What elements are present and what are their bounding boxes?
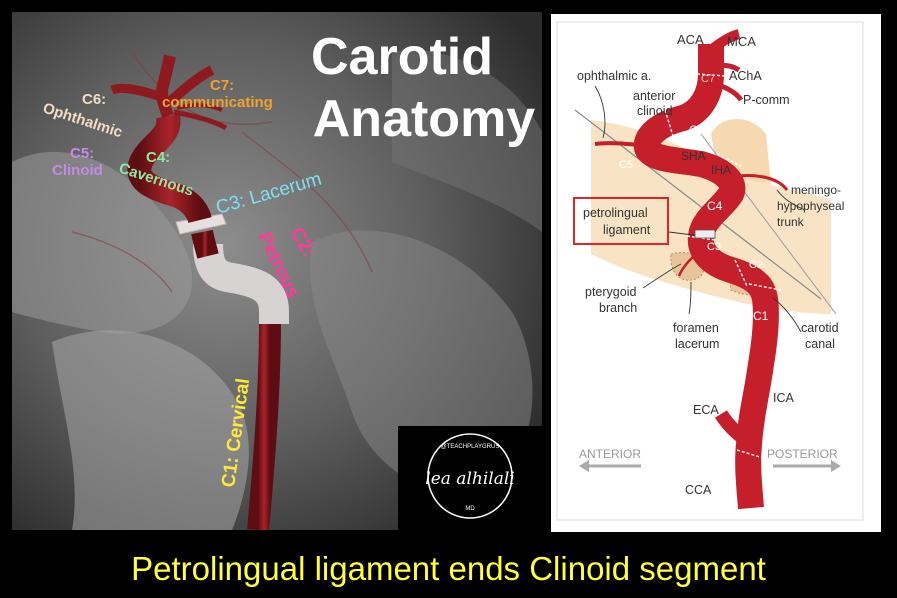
logo-circle [427, 433, 513, 519]
artery-lacerum-segment [191, 229, 219, 259]
acha-branch [712, 62, 741, 73]
label-iha: IHA [711, 163, 731, 177]
label-sha: SHA [681, 149, 706, 163]
label-c4-line1: C4: [146, 149, 170, 166]
label-ophthalmic: ophthalmic a. [577, 69, 651, 83]
label-petrolingual-2: ligament [603, 223, 651, 237]
segment-dividers [664, 73, 782, 459]
label-c1: C1 [753, 309, 769, 323]
eca-branch [714, 410, 756, 450]
label-ica: ICA [773, 391, 795, 405]
faint-vessels [71, 51, 373, 293]
petrolingual-highlight-box [573, 197, 669, 245]
anterior-arrow: ANTERIOR [579, 447, 641, 472]
label-c3: C3 [707, 241, 721, 253]
label-anterior-clinoid-2: clinoid [637, 104, 672, 118]
skull-bone-shape [12, 151, 193, 334]
cranial-vault-shape [392, 50, 542, 232]
label-c5-line2: Clinoid [52, 162, 103, 179]
artery-pcomm-branch [173, 109, 228, 131]
logo-suffix: MD [465, 506, 475, 512]
label-carotid-canal-2: canal [805, 337, 835, 351]
title-line-2: Anatomy [313, 90, 536, 148]
label-c7-line2: communicating [162, 94, 273, 111]
title-line-1: Carotid [311, 28, 493, 86]
label-mca: MCA [727, 34, 756, 49]
label-carotid-canal-1: carotid [801, 321, 839, 335]
artery-cervical-segment [247, 319, 281, 530]
label-aca: ACA [677, 32, 704, 47]
label-meningo-1: meningo- [791, 183, 841, 197]
right-diagram-panel: ACA MCA ophthalmic a. AChA anterior clin… [551, 14, 881, 532]
posterior-arrow: POSTERIOR [767, 447, 841, 472]
artery-acha-branch [176, 103, 223, 112]
label-foramen-2: lacerum [675, 337, 719, 351]
label-cca: CCA [685, 483, 712, 497]
label-meningo-3: trunk [777, 215, 805, 229]
label-c5: C5 [619, 159, 633, 171]
petrolingual-ligament-band [694, 229, 716, 239]
label-c6: C6 [689, 123, 705, 137]
left-illustration-panel: Carotid Anatomy C7: communicating C6: Op… [12, 12, 542, 530]
mandible-shape [52, 330, 249, 530]
label-posterior: POSTERIOR [767, 447, 838, 461]
label-c7: C7 [701, 73, 715, 85]
label-eca: ECA [693, 403, 719, 417]
label-acha: AChA [729, 69, 762, 83]
label-anterior-clinoid-1: anterior [633, 89, 675, 103]
label-foramen-1: foramen [673, 321, 719, 335]
label-pcomm: P-comm [743, 93, 790, 107]
label-c5-line1: C5: [70, 145, 94, 162]
label-meningo-2: hypophyseal [777, 199, 844, 213]
logo-handle: @TEACHPLAYGRUS [441, 444, 500, 450]
carotid-3d-illustration: Carotid Anatomy C7: communicating C6: Op… [12, 12, 542, 530]
label-c7-line1: C7: [210, 77, 234, 94]
author-logo: @TEACHPLAYGRUS lea alhilali MD [398, 426, 542, 530]
label-anterior: ANTERIOR [579, 447, 641, 461]
label-pterygoid-2: branch [599, 301, 637, 315]
petrous-canal [193, 243, 289, 324]
carotid-segment-diagram: ACA MCA ophthalmic a. AChA anterior clin… [556, 21, 864, 521]
label-c4: C4 [707, 199, 723, 213]
label-pterygoid-1: pterygoid [585, 285, 636, 299]
label-c2: C2 [749, 259, 763, 271]
label-petrolingual-1: petrolingual [583, 206, 648, 220]
label-c6-line1: C6: [82, 91, 106, 108]
pcomm-branch [714, 81, 744, 102]
logo-name: lea alhilali [425, 469, 514, 489]
pterygoid-branch-vessel [677, 249, 702, 277]
meningohypophyseal-branch [738, 174, 789, 191]
leader-lines [594, 85, 806, 333]
artery-ophthalmic-branch [110, 83, 166, 103]
artery-cavernous-segment [127, 113, 212, 224]
ophthalmic-branch [594, 141, 652, 148]
caption: Petrolingual ligament ends Clinoid segme… [131, 550, 766, 587]
logo-background [398, 426, 542, 530]
anterior-arrow-head [579, 460, 589, 472]
posterior-arrow-head [831, 460, 841, 472]
ica-main-trunk [633, 44, 779, 510]
mca-branch [707, 29, 741, 54]
artery-mca-branch [166, 65, 215, 106]
